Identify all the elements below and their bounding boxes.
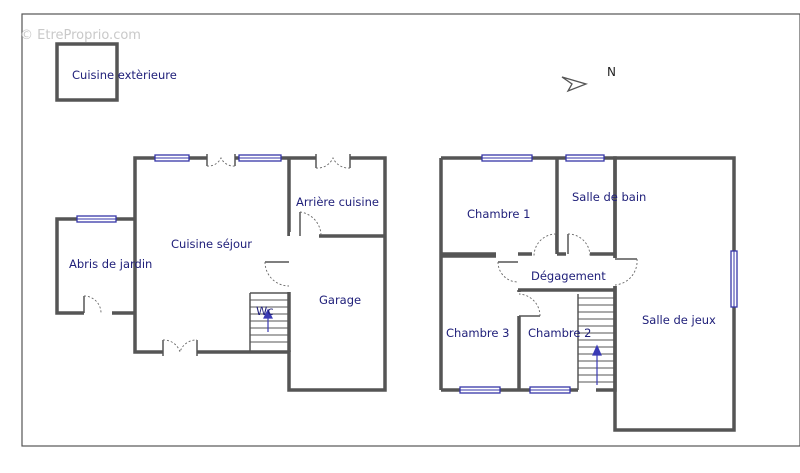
first-floor-windows bbox=[459, 154, 738, 394]
room-salle-de-bain: Salle de bain bbox=[572, 190, 646, 204]
room-salle-de-jeux: Salle de jeux bbox=[642, 313, 716, 327]
room-arriere-cuisine: Arrière cuisine bbox=[296, 195, 379, 209]
room-abris-de-jardin: Abris de jardin bbox=[69, 257, 152, 271]
ground-floor-walls bbox=[55, 156, 387, 392]
first-floor-doors bbox=[496, 233, 638, 317]
ground-floor-windows bbox=[76, 154, 282, 223]
first-floor-stairs bbox=[578, 297, 615, 383]
room-degagement: Dégagement bbox=[531, 269, 606, 283]
watermark: © EtreProprio.com bbox=[20, 28, 141, 43]
room-cuisine-sejour: Cuisine séjour bbox=[171, 237, 252, 251]
compass-label: N bbox=[607, 65, 616, 79]
room-garage: Garage bbox=[319, 293, 361, 307]
room-chambre-2: Chambre 2 bbox=[528, 326, 591, 340]
room-chambre-3: Chambre 3 bbox=[446, 326, 509, 340]
outdoor-kitchen-walls bbox=[55, 42, 119, 102]
room-wc: Wc bbox=[256, 304, 274, 318]
plan-frame bbox=[21, 13, 800, 447]
room-cuisine-exterieure: Cuisine extèrieure bbox=[72, 68, 177, 82]
stair-arrow-icon bbox=[592, 344, 602, 385]
ground-floor-doors bbox=[83, 154, 351, 356]
room-chambre-1: Chambre 1 bbox=[467, 207, 530, 221]
stair-arrow-icon bbox=[263, 308, 273, 332]
north-arrow-icon bbox=[561, 76, 589, 93]
